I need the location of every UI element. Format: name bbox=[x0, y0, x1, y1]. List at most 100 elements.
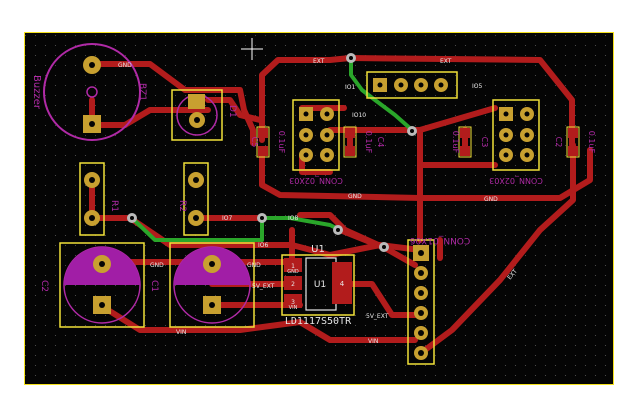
net-label-io8: IO8 bbox=[288, 215, 298, 222]
conn-right-hole-5 bbox=[503, 152, 509, 158]
track-green-top[interactable] bbox=[349, 56, 414, 132]
via-2-hole bbox=[410, 129, 414, 133]
net-label-gnd-caps: GND bbox=[150, 262, 164, 269]
smd-cap-c5-pad-1[interactable] bbox=[258, 128, 268, 138]
r2-footprint[interactable]: R2 bbox=[177, 162, 209, 236]
net-label-io7: IO7 bbox=[222, 215, 232, 222]
u1-pad-1[interactable] bbox=[284, 258, 302, 272]
net-label-ext-left: EXT bbox=[313, 58, 325, 65]
smd-cap-c2-value: 0.1uF bbox=[587, 131, 596, 154]
u1-pad-3[interactable] bbox=[284, 294, 302, 308]
track-vin-hdr[interactable] bbox=[297, 319, 418, 343]
grid-dots bbox=[24, 32, 614, 385]
smd-cap-c2[interactable]: 0.1uF C2 bbox=[554, 126, 596, 158]
header-pin-4-hole bbox=[418, 310, 424, 316]
u1-pad-2[interactable] bbox=[284, 276, 302, 290]
header-conn-01x06[interactable]: CONN_01X06 bbox=[407, 235, 470, 365]
header-top-hole-2 bbox=[398, 82, 404, 88]
smd-cap-c4[interactable]: 0.1uF C4 bbox=[343, 126, 385, 158]
u1-value-label: LD1117S50TR bbox=[285, 316, 352, 327]
d1-pad-2-hole bbox=[194, 117, 200, 123]
d1-pad-1[interactable] bbox=[188, 94, 205, 109]
net-label-gnd-mid: GND bbox=[348, 193, 362, 200]
smd-cap-c5[interactable]: 0.1uF C5 bbox=[250, 126, 286, 158]
buzzer-center bbox=[86, 86, 98, 98]
header-top-hole-4 bbox=[438, 82, 444, 88]
header-top-outline bbox=[366, 71, 458, 99]
r1-ref: R1 bbox=[109, 200, 119, 212]
track-top-right[interactable] bbox=[347, 55, 575, 148]
net-label-gnd-u1: GND bbox=[247, 262, 261, 269]
header-pin-5-hole bbox=[418, 330, 424, 336]
net-label-vin: VIN bbox=[176, 329, 186, 336]
header-top-hole-1 bbox=[377, 82, 383, 88]
header-pin-3-hole bbox=[418, 290, 424, 296]
net-label-io6: IO6 bbox=[258, 242, 268, 249]
track-top-left[interactable] bbox=[259, 55, 353, 143]
cap-e1-outline bbox=[59, 242, 145, 328]
r2-pad-1-hole bbox=[193, 177, 199, 183]
buzzer-pad-1-hole bbox=[89, 62, 95, 68]
r1-pad-2-hole bbox=[89, 215, 95, 221]
conn-right-hole-3 bbox=[503, 132, 509, 138]
smd-cap-c2-pad-2[interactable] bbox=[568, 146, 578, 156]
net-label-io1: IO1 bbox=[345, 84, 355, 91]
smd-cap-c3-pad-2[interactable] bbox=[460, 146, 470, 156]
u1-ref-label: U1 bbox=[311, 244, 325, 255]
smd-cap-c3[interactable]: 0.1uF C3 bbox=[451, 126, 489, 158]
u1-center-label: U1 bbox=[314, 280, 326, 290]
board-edge bbox=[24, 32, 614, 385]
r1-footprint[interactable]: R1 bbox=[79, 162, 119, 236]
conn-right-hole-6 bbox=[524, 152, 530, 158]
smd-cap-c3-pad-1[interactable] bbox=[460, 128, 470, 138]
smd-cap-c4-pad-1[interactable] bbox=[345, 128, 355, 138]
smd-cap-c3-value: 0.1uF bbox=[451, 131, 460, 154]
conn-right-hole-1 bbox=[503, 111, 509, 117]
header-1x4-top[interactable] bbox=[366, 71, 458, 99]
r1-pad-1-hole bbox=[89, 177, 95, 183]
smd-cap-c5-pad-2[interactable] bbox=[258, 146, 268, 156]
cap-e2-ref: C2 bbox=[39, 280, 49, 292]
via-6-hole bbox=[382, 245, 386, 249]
smd-cap-c2-ref: C2 bbox=[554, 137, 563, 148]
u1-pin4-num: 4 bbox=[340, 280, 345, 288]
conn-right-value: CONN_02X03 bbox=[489, 176, 543, 185]
u1-footprint[interactable]: 1 GND 2 3 VIN 4 U1 U1 LD1117S50TR bbox=[281, 244, 355, 327]
buzzer-value-label: BZ1 bbox=[137, 83, 147, 101]
u1-pad-4[interactable] bbox=[332, 262, 352, 304]
cap-e1-pad-2-hole bbox=[99, 302, 105, 308]
conn-left-hole-1 bbox=[303, 111, 309, 117]
u1-outline bbox=[281, 254, 355, 316]
conn-02x03-right[interactable]: CONN_02X03 bbox=[489, 99, 543, 185]
cap-e1-footprint[interactable]: C1 bbox=[59, 242, 159, 328]
cap-e1-ref: C1 bbox=[149, 280, 159, 292]
track-d1-r[interactable] bbox=[205, 97, 263, 123]
smd-caps[interactable]: 0.1uF C5 0.1uF C4 0.1uF C3 0.1uF C2 bbox=[250, 126, 596, 158]
d1-footprint[interactable]: D1 bbox=[171, 89, 237, 141]
track-ext-long[interactable] bbox=[422, 142, 576, 353]
cap-e2-pad-1-hole bbox=[209, 261, 215, 267]
via-5-hole bbox=[336, 228, 340, 232]
cap-e2-footprint[interactable]: C2 bbox=[39, 242, 255, 328]
smd-cap-c2-outline bbox=[566, 126, 580, 158]
cap-e2-outline bbox=[169, 242, 255, 328]
track-vin[interactable] bbox=[97, 302, 303, 333]
track-io7-b[interactable] bbox=[297, 212, 388, 251]
vias[interactable] bbox=[127, 53, 417, 252]
cap-e1-pad-1-hole bbox=[99, 261, 105, 267]
track-gnd-buzzer[interactable] bbox=[89, 61, 256, 146]
d1-ref: D1 bbox=[227, 105, 237, 118]
conn-left-outline bbox=[292, 99, 340, 171]
u1-pin2-num: 2 bbox=[291, 281, 295, 288]
smd-cap-c4-pad-2[interactable] bbox=[345, 146, 355, 156]
net-label-5v-hdr: 5V_EXT bbox=[366, 313, 389, 320]
via-1-hole bbox=[349, 56, 353, 60]
smd-cap-c4-outline bbox=[343, 126, 357, 158]
smd-cap-c2-pad-1[interactable] bbox=[568, 128, 578, 138]
track-5v-hdr[interactable] bbox=[342, 281, 418, 318]
buzzer-footprint[interactable]: Buzzer BZ1 bbox=[31, 43, 147, 141]
conn-02x03-left[interactable]: CONN_02X03 bbox=[289, 99, 343, 185]
conn-left-value: CONN_02X03 bbox=[289, 176, 343, 185]
